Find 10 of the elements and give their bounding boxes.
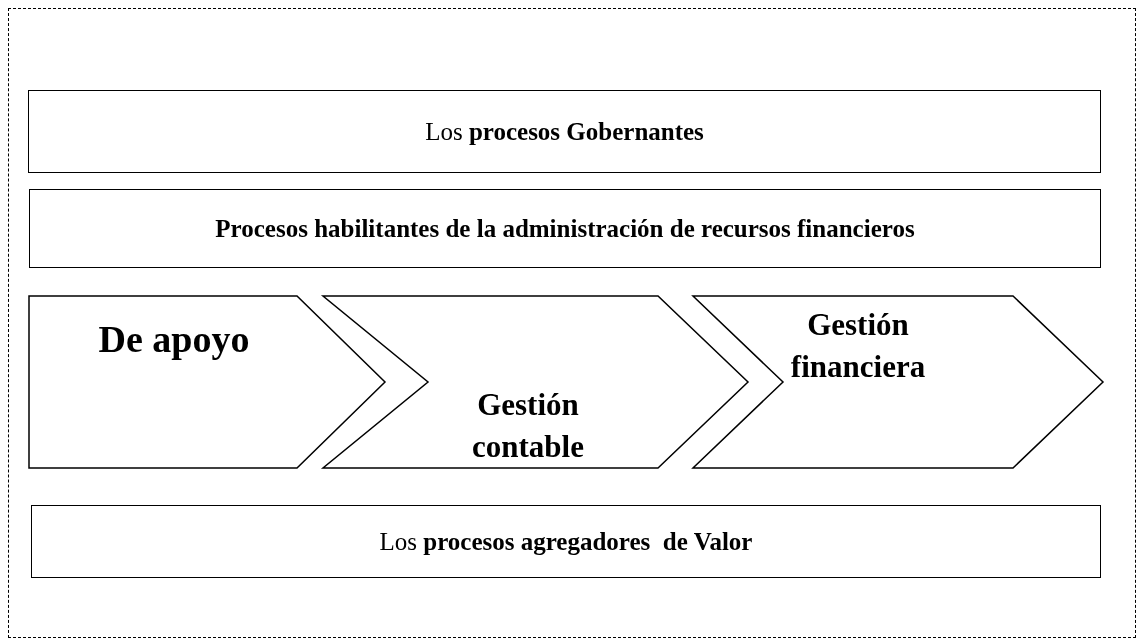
process-box (28, 90, 1101, 173)
process-box (29, 189, 1101, 268)
process-label: Gestión contable (471, 386, 585, 466)
process-label: Los procesos agregadores de Valor (379, 527, 753, 556)
dashed-frame (8, 8, 1136, 638)
process-label: Gestión financiera (789, 306, 927, 386)
process-box (31, 505, 1101, 578)
process-label: Los procesos Gobernantes (425, 117, 704, 146)
process-label: De apoyo (97, 317, 251, 362)
process-label: Procesos habilitantes de la administración de recursos financieros (215, 214, 915, 243)
